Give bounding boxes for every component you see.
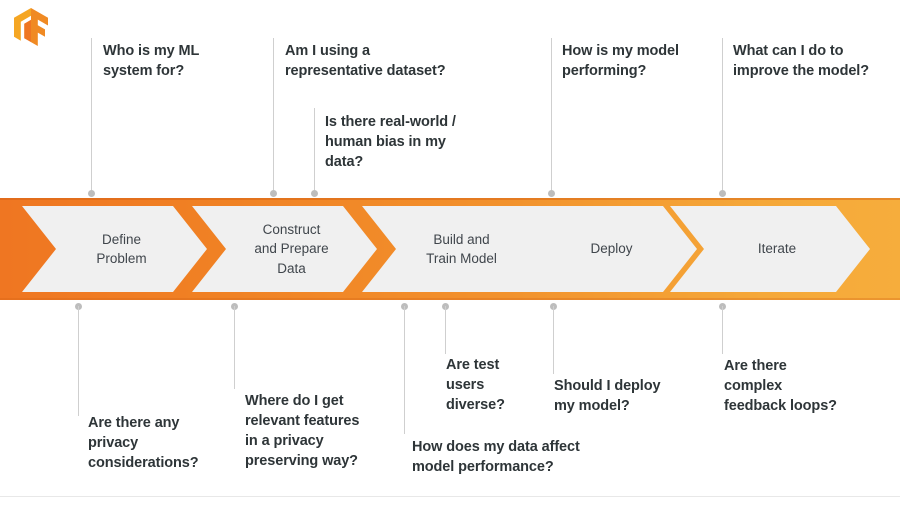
note-real-world-human-bias: Is there real-world / human bias in my d… [325,114,456,170]
pipeline-stage-label: Define Problem [96,231,147,266]
pipeline-banner: Define Problem Construct and Prepare Dat… [0,198,900,300]
note-complex-feedback-loops: Are there complex feedback loops? [724,358,837,414]
connector-dot-top-5 [719,190,726,197]
connector-line-bottom-5 [553,306,554,374]
connector-line-bottom-6 [722,306,723,354]
pipeline-stage-build-train-model[interactable]: Build and Train Model [362,206,547,292]
pipeline-stage-label: Build and Train Model [426,231,497,266]
connector-line-bottom-4 [445,306,446,354]
banner-top-edge [0,198,900,200]
bottom-divider [0,496,900,497]
pipeline-stage-label: Deploy [590,241,633,257]
connector-dot-top-2 [270,190,277,197]
banner-bottom-edge [0,298,900,300]
connector-line-bottom-2 [234,306,235,389]
connector-line-top-4 [551,38,552,193]
pipeline-stage-define-problem[interactable]: Define Problem [22,206,207,292]
note-data-affect-model-performance: How does my data affect model performanc… [412,439,580,475]
pipeline-stage-construct-prepare-data[interactable]: Construct and Prepare Data [192,206,377,292]
note-are-test-users-diverse: Are test users diverse? [446,357,505,413]
note-representative-dataset: Am I using a representative dataset? [285,43,446,79]
note-privacy-considerations: Are there any privacy considerations? [88,415,199,471]
connector-line-bottom-3 [404,306,405,434]
note-how-is-my-model-performing: How is my model performing? [562,43,679,79]
pipeline-stage-label: Iterate [757,241,797,257]
pipeline-stage-iterate[interactable]: Iterate [670,206,870,292]
note-improve-the-model: What can I do to improve the model? [733,43,869,79]
note-who-is-my-ml-system-for: Who is my ML system for? [103,43,200,79]
connector-dot-top-1 [88,190,95,197]
connector-line-top-2 [273,38,274,193]
connector-line-top-1 [91,38,92,193]
tensorflow-logo [14,8,48,46]
note-should-i-deploy-my-model: Should I deploy my model? [554,378,661,414]
connector-line-bottom-1 [78,306,79,416]
pipeline-stage-label: Construct and Prepare Data [254,222,329,276]
connector-line-top-3 [314,108,315,193]
connector-line-top-5 [722,38,723,193]
connector-dot-top-4 [548,190,555,197]
note-relevant-features-privacy: Where do I get relevant features in a pr… [245,393,360,469]
connector-dot-top-3 [311,190,318,197]
